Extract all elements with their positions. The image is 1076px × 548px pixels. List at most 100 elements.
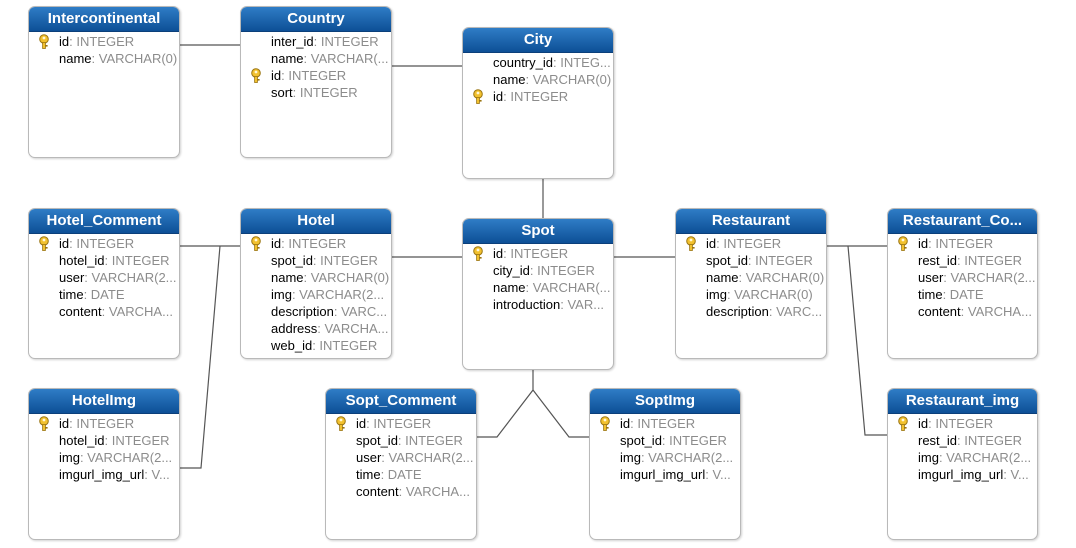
field-row[interactable]: user: VARCHAR(2...: [888, 269, 1037, 286]
field-row[interactable]: name: VARCHAR(0): [676, 269, 826, 286]
field-row[interactable]: id: INTEGER: [463, 88, 613, 105]
field-row[interactable]: content: VARCHA...: [326, 483, 476, 500]
field-row[interactable]: img: VARCHAR(2...: [29, 449, 179, 466]
field-type: : INTEGER: [661, 433, 727, 448]
field-row[interactable]: name: VARCHAR(0): [29, 50, 179, 67]
field-type: : VARCHAR(2...: [79, 450, 173, 465]
field-row[interactable]: id: INTEGER: [326, 415, 476, 432]
field-row[interactable]: name: VARCHAR(0): [463, 71, 613, 88]
field-row[interactable]: content: VARCHA...: [888, 303, 1037, 320]
field-type: : DATE: [380, 467, 422, 482]
field-row[interactable]: rest_id: INTEGER: [888, 432, 1037, 449]
field-type: : VARCHAR(...: [303, 51, 389, 66]
field-row[interactable]: hotel_id: INTEGER: [29, 252, 179, 269]
field-type: : INTEGER: [69, 416, 135, 431]
field-row[interactable]: time: DATE: [888, 286, 1037, 303]
field-name: name: [59, 51, 92, 66]
table-title: Country: [241, 7, 391, 32]
field-name: name: [493, 72, 526, 87]
field-type: : VARCHAR(2...: [291, 287, 385, 302]
table-title: Spot: [463, 219, 613, 244]
field-type: : VARCHAR(0): [525, 72, 612, 87]
field-name: img: [918, 450, 939, 465]
table-city[interactable]: City country_id: INTEG...name: VARCHAR(0…: [462, 27, 614, 179]
field-row[interactable]: time: DATE: [326, 466, 476, 483]
field-type: : VARCHAR(0): [726, 287, 813, 302]
field-row[interactable]: spot_id: INTEGER: [326, 432, 476, 449]
field-name: country_id: [493, 55, 553, 70]
table-title: Restaurant_Co...: [888, 209, 1037, 234]
field-row[interactable]: name: VARCHAR(...: [241, 50, 391, 67]
field-row[interactable]: img: VARCHAR(2...: [888, 449, 1037, 466]
field-row[interactable]: hotel_id: INTEGER: [29, 432, 179, 449]
field-row[interactable]: spot_id: INTEGER: [241, 252, 391, 269]
field-row[interactable]: inter_id: INTEGER: [241, 33, 391, 50]
table-title: SoptImg: [590, 389, 740, 414]
field-name: content: [356, 484, 399, 499]
field-row[interactable]: introduction: VAR...: [463, 296, 613, 313]
field-row[interactable]: imgurl_img_url: V...: [888, 466, 1037, 483]
field-row[interactable]: img: VARCHAR(2...: [241, 286, 391, 303]
field-row[interactable]: description: VARC...: [241, 303, 391, 320]
field-row[interactable]: city_id: INTEGER: [463, 262, 613, 279]
field-row[interactable]: country_id: INTEG...: [463, 54, 613, 71]
field-row[interactable]: name: VARCHAR(...: [463, 279, 613, 296]
field-row[interactable]: id: INTEGER: [29, 235, 179, 252]
field-row[interactable]: description: VARC...: [676, 303, 826, 320]
field-row[interactable]: img: VARCHAR(2...: [590, 449, 740, 466]
field-row[interactable]: address: VARCHA...: [241, 320, 391, 337]
field-row[interactable]: id: INTEGER: [888, 235, 1037, 252]
field-row[interactable]: spot_id: INTEGER: [590, 432, 740, 449]
field-row[interactable]: id: INTEGER: [463, 245, 613, 262]
field-row[interactable]: id: INTEGER: [590, 415, 740, 432]
field-row[interactable]: name: VARCHAR(0): [241, 269, 391, 286]
field-row[interactable]: imgurl_img_url: V...: [590, 466, 740, 483]
field-row[interactable]: imgurl_img_url: V...: [29, 466, 179, 483]
field-row[interactable]: id: INTEGER: [29, 33, 179, 50]
field-name: spot_id: [706, 253, 748, 268]
field-row[interactable]: id: INTEGER: [888, 415, 1037, 432]
field-row[interactable]: content: VARCHA...: [29, 303, 179, 320]
field-type: : INTEGER: [281, 68, 347, 83]
field-type: : INTEGER: [69, 34, 135, 49]
field-type: : VARCHA...: [398, 484, 470, 499]
field-name: sort: [271, 85, 293, 100]
field-type: : INTEGER: [312, 338, 378, 353]
field-row[interactable]: user: VARCHAR(2...: [29, 269, 179, 286]
field-row[interactable]: spot_id: INTEGER: [676, 252, 826, 269]
field-row[interactable]: sort: INTEGER: [241, 84, 391, 101]
field-row[interactable]: id: INTEGER: [29, 415, 179, 432]
field-name: id: [271, 68, 282, 83]
field-name: id: [620, 416, 631, 431]
field-type: : VARCHAR(0): [303, 270, 390, 285]
table-title: Hotel: [241, 209, 391, 234]
field-row[interactable]: id: INTEGER: [676, 235, 826, 252]
field-name: city_id: [493, 263, 530, 278]
field-row[interactable]: id: INTEGER: [241, 67, 391, 84]
field-row[interactable]: user: VARCHAR(2...: [326, 449, 476, 466]
field-name: address: [271, 321, 318, 336]
field-row[interactable]: id: INTEGER: [241, 235, 391, 252]
field-row[interactable]: img: VARCHAR(0): [676, 286, 826, 303]
field-row[interactable]: time: DATE: [29, 286, 179, 303]
field-row[interactable]: rest_id: INTEGER: [888, 252, 1037, 269]
field-name: hotel_id: [59, 433, 105, 448]
field-name: img: [620, 450, 641, 465]
field-type: : INTEGER: [928, 236, 994, 251]
table-title: City: [463, 28, 613, 53]
table-title: HotelImg: [29, 389, 179, 414]
field-row[interactable]: web_id: INTEGER: [241, 337, 391, 354]
